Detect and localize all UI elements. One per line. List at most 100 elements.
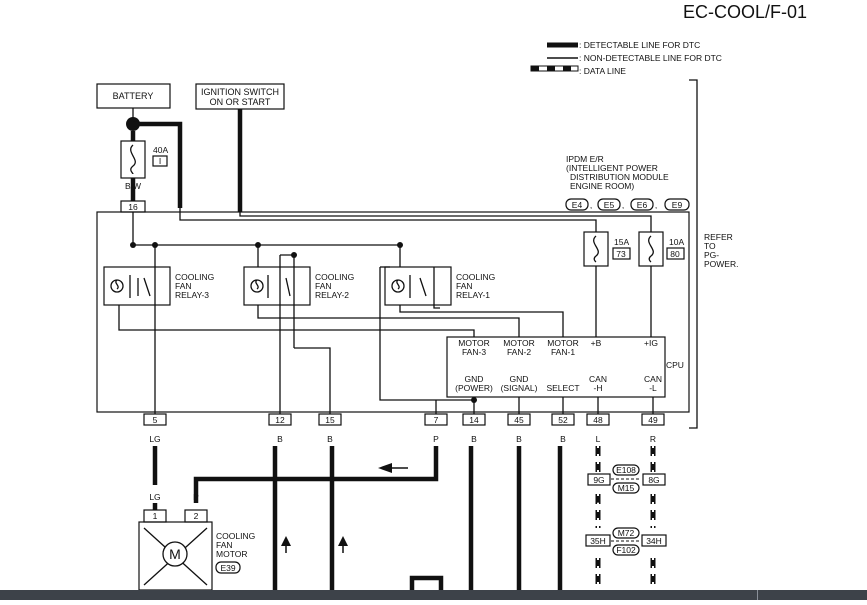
refer-line-3: PG- xyxy=(704,250,719,260)
svg-text:34H: 34H xyxy=(646,536,662,546)
svg-text:E4: E4 xyxy=(572,200,583,210)
pin-12 xyxy=(268,413,292,426)
pin-16-label: 16 xyxy=(128,202,138,212)
svg-text:M: M xyxy=(169,546,181,562)
svg-text:-L: -L xyxy=(649,383,657,393)
svg-text:B: B xyxy=(277,434,283,444)
svg-text:M72: M72 xyxy=(618,528,635,538)
svg-text:35H: 35H xyxy=(590,536,606,546)
svg-text:FAN-3: FAN-3 xyxy=(462,347,486,357)
joint-connector-a: 9G 8G E108 M15 L R xyxy=(587,464,668,505)
svg-text:14: 14 xyxy=(469,415,479,425)
svg-text:SELECT: SELECT xyxy=(546,383,579,393)
cooling-fan-relay-1: COOLING FAN RELAY-1 xyxy=(384,266,495,306)
svg-text:MOTOR: MOTOR xyxy=(547,338,578,348)
svg-text:E6: E6 xyxy=(637,200,648,210)
ipdm-connector-e4 xyxy=(565,198,589,211)
svg-text:L: L xyxy=(596,495,601,505)
svg-text:E39: E39 xyxy=(220,563,235,573)
ignition-label-2: ON OR START xyxy=(210,97,271,107)
legend-data-line-label: : DATA LINE xyxy=(579,66,626,76)
svg-text:L: L xyxy=(596,434,601,444)
document-code: EC-COOL/F-01 xyxy=(683,2,807,22)
pin-48 xyxy=(586,413,610,426)
svg-text:7: 7 xyxy=(434,415,439,425)
svg-text:B: B xyxy=(516,434,522,444)
svg-text:15A: 15A xyxy=(614,237,629,247)
svg-text:,: , xyxy=(590,200,592,210)
svg-text:8G: 8G xyxy=(648,475,659,485)
refer-line-2: TO xyxy=(704,241,716,251)
svg-text:GND: GND xyxy=(510,374,529,384)
svg-text:10A: 10A xyxy=(669,237,684,247)
svg-text:CAN: CAN xyxy=(589,374,607,384)
cpu-label: CPU xyxy=(666,360,684,370)
svg-text:+B: +B xyxy=(591,338,602,348)
svg-text:LG: LG xyxy=(149,434,160,444)
pin-49 xyxy=(641,413,665,426)
svg-text:FAN: FAN xyxy=(216,540,233,550)
svg-text:MOTOR: MOTOR xyxy=(503,338,534,348)
svg-text:R: R xyxy=(650,495,656,505)
ipdm-connector-e5 xyxy=(597,198,621,211)
bottom-toolbar xyxy=(0,590,867,600)
svg-text:12: 12 xyxy=(275,415,285,425)
pin-5 xyxy=(143,413,167,426)
ipdm-bottom-pins: 5 12 15 7 14 45 52 48 49 xyxy=(143,413,665,426)
svg-text:5: 5 xyxy=(153,415,158,425)
svg-text:15: 15 xyxy=(325,415,335,425)
ipdm-connector-e9 xyxy=(664,198,690,211)
fuse-15a xyxy=(583,231,609,267)
svg-text:F102: F102 xyxy=(616,545,636,555)
svg-text:B: B xyxy=(327,434,333,444)
fuse-40a xyxy=(120,140,146,179)
svg-text:RELAY-1: RELAY-1 xyxy=(456,290,490,300)
svg-text:FAN-2: FAN-2 xyxy=(507,347,531,357)
fuse-10a xyxy=(638,231,664,267)
ipdm-line-2: (INTELLIGENT POWER xyxy=(566,163,658,173)
ipdm-line-3: DISTRIBUTION MODULE xyxy=(570,172,669,182)
ipdm-line-4: ENGINE ROOM) xyxy=(570,181,634,191)
svg-text:,: , xyxy=(622,200,624,210)
svg-text:B: B xyxy=(560,434,566,444)
svg-text:(POWER): (POWER) xyxy=(455,383,493,393)
legend-detectable-label: : DETECTABLE LINE FOR DTC xyxy=(579,40,700,50)
current-arrow-left xyxy=(378,463,392,473)
pin-45 xyxy=(507,413,531,426)
svg-text:L: L xyxy=(596,558,601,568)
svg-text:COOLING: COOLING xyxy=(216,531,255,541)
svg-text:E5: E5 xyxy=(604,200,615,210)
bottom-toolbar-divider xyxy=(757,590,758,600)
svg-text:(SIGNAL): (SIGNAL) xyxy=(501,383,538,393)
svg-text:FAN: FAN xyxy=(175,281,192,291)
svg-text:P: P xyxy=(193,492,199,502)
pin-7 xyxy=(424,413,448,426)
svg-text:MOTOR: MOTOR xyxy=(458,338,489,348)
svg-text:FAN-1: FAN-1 xyxy=(551,347,575,357)
refer-line-1: REFER xyxy=(704,232,733,242)
refer-line-4: POWER. xyxy=(704,259,738,269)
svg-text:GND: GND xyxy=(465,374,484,384)
pin-15 xyxy=(318,413,342,426)
svg-text:52: 52 xyxy=(558,415,568,425)
battery-label: BATTERY xyxy=(113,91,154,101)
svg-text:E9: E9 xyxy=(672,200,683,210)
ignition-switch-box xyxy=(195,83,285,110)
svg-text:COOLING: COOLING xyxy=(315,272,354,282)
fuse-40a-id: I xyxy=(159,156,161,166)
cooling-fan-motor: LG P 1 2 M COOLING FAN MOTOR E39 xyxy=(138,492,255,591)
svg-text:COOLING: COOLING xyxy=(456,272,495,282)
motor-symbol-icon xyxy=(162,541,188,567)
joint-connector-b: 35H 34H M72 F102 L R xyxy=(585,527,668,568)
battery-box xyxy=(96,83,171,109)
svg-text:B: B xyxy=(471,434,477,444)
wire-bw-label: B/W xyxy=(125,181,141,191)
ignition-label-1: IGNITION SWITCH xyxy=(201,87,279,97)
svg-text:80: 80 xyxy=(670,249,680,259)
svg-text:LG: LG xyxy=(149,492,160,502)
legend-non-detectable-label: : NON-DETECTABLE LINE FOR DTC xyxy=(579,53,722,63)
svg-text:9G: 9G xyxy=(593,475,604,485)
svg-text:RELAY-2: RELAY-2 xyxy=(315,290,349,300)
